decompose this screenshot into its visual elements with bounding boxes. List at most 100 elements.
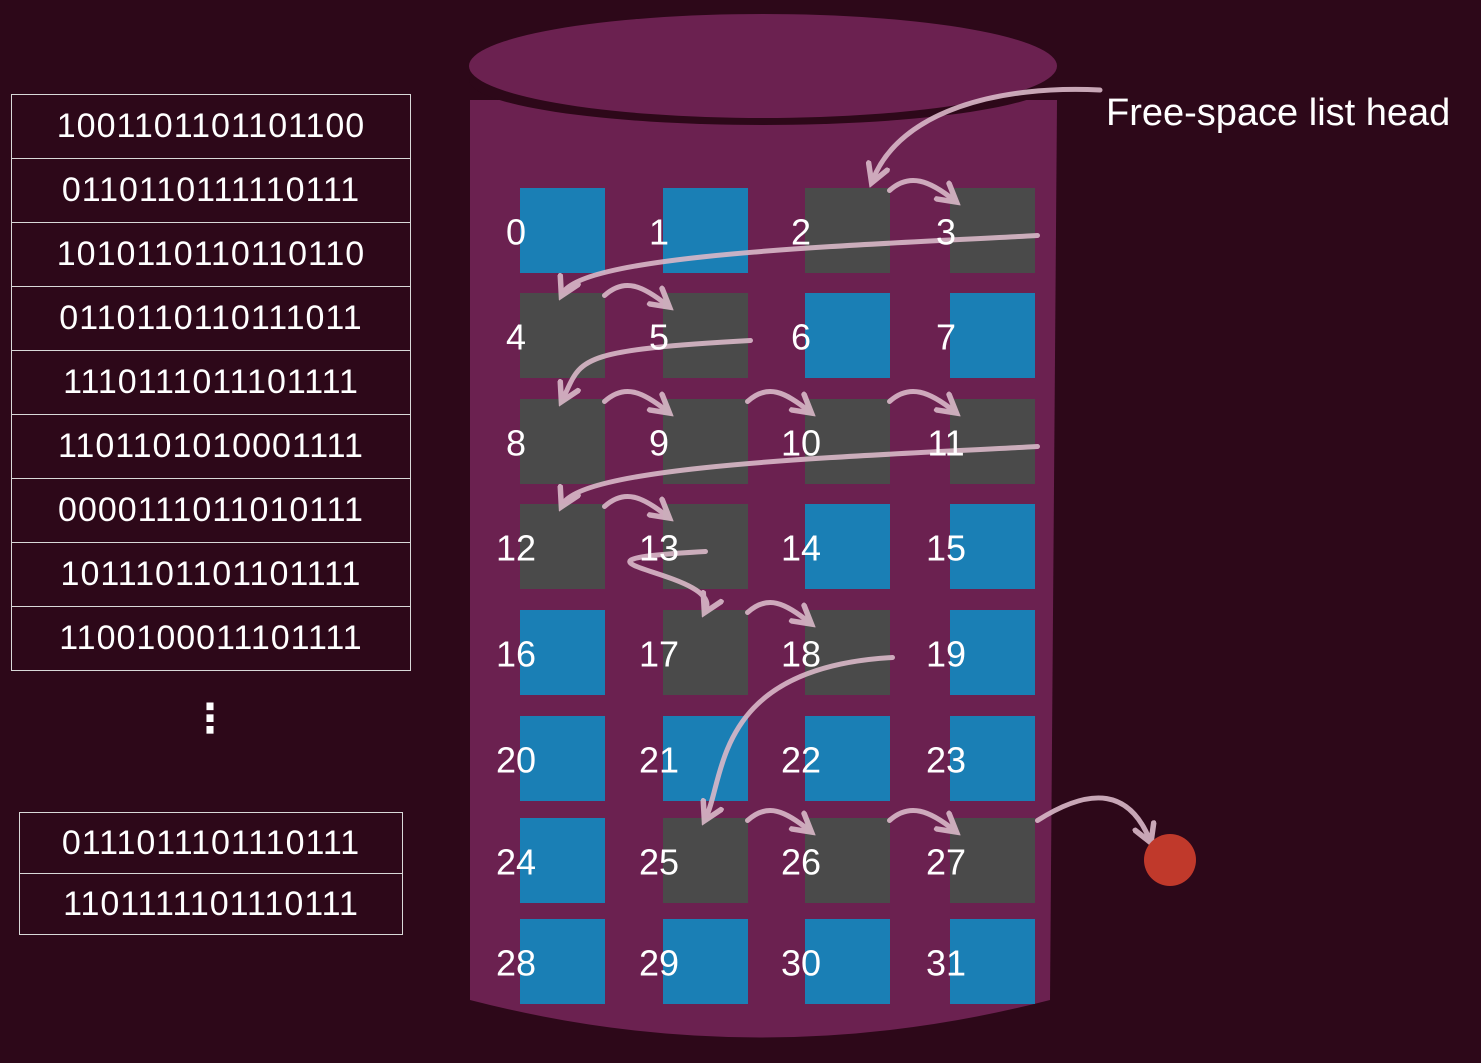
- free-block: [663, 610, 748, 695]
- bitmap-row: 1010110110110110: [11, 222, 411, 287]
- used-block: [520, 716, 605, 801]
- block-number: 21: [639, 740, 679, 781]
- disk-blocks: [520, 188, 1035, 1004]
- bitmap-row-bits: 1110111011101111: [11, 350, 411, 415]
- bitmap-row: 1001101101101100: [11, 94, 411, 159]
- list-end-node: [1144, 834, 1196, 886]
- block-number: 19: [926, 634, 966, 675]
- bitmap-row-bits: 1010110110110110: [11, 222, 411, 287]
- free-block: [520, 504, 605, 589]
- bitmap-row-bits: 1011101101101111: [11, 542, 411, 607]
- bitmap-row-bits: 1101101010001111: [11, 414, 411, 479]
- block-number: 13: [639, 528, 679, 569]
- free-block: [663, 504, 748, 589]
- bitmap-row-bits: 1001101101101100: [11, 94, 411, 159]
- block-number: 11: [927, 423, 964, 464]
- block-number: 31: [926, 943, 966, 984]
- free-list-link-arrow: [627, 549, 707, 611]
- block-number: 2: [791, 212, 811, 253]
- block-number: 14: [781, 528, 821, 569]
- block-number: 22: [781, 740, 821, 781]
- free-list-link-arrow: [602, 283, 668, 305]
- used-block: [805, 919, 890, 1004]
- free-block: [805, 399, 890, 484]
- block-number: 18: [781, 634, 821, 675]
- bitmap-row-bits: 0000111011010111: [11, 478, 411, 543]
- bitmap-row: 0110110110111011: [11, 286, 411, 351]
- bitmap-row: 1101101010001111: [11, 414, 411, 479]
- used-block: [663, 716, 748, 801]
- free-list-link-arrow: [706, 655, 895, 819]
- block-number: 24: [496, 842, 536, 883]
- list-end-arrow: [1035, 795, 1151, 841]
- disk-cylinder: [469, 14, 1057, 1038]
- used-block: [663, 919, 748, 1004]
- block-number: 9: [649, 423, 669, 464]
- free-list-link-arrow: [563, 444, 1040, 505]
- free-list-link-arrow: [887, 389, 955, 411]
- free-list-link-arrow: [887, 808, 955, 830]
- block-number: 8: [506, 423, 526, 464]
- used-block: [805, 504, 890, 589]
- block-number: 4: [506, 317, 526, 358]
- bitmap-row-bits: 0111011101110111: [19, 812, 403, 874]
- block-number: 30: [781, 943, 821, 984]
- free-list-link-arrow: [887, 178, 955, 200]
- free-list-link-arrow: [602, 389, 668, 411]
- free-block: [950, 818, 1035, 903]
- block-number: 15: [926, 528, 966, 569]
- block-number: 25: [639, 842, 679, 883]
- free-list-link-arrow: [602, 494, 668, 516]
- bitmap-row: 0110110111110111: [11, 158, 411, 223]
- block-number: 6: [791, 317, 811, 358]
- free-list-chain: [563, 86, 1151, 841]
- bitmap-row: 1011101101101111: [11, 542, 411, 607]
- head-pointer-arrow: [873, 86, 1103, 180]
- block-number: 5: [649, 317, 669, 358]
- free-list-link-arrow: [745, 600, 810, 622]
- free-list-link-arrow: [563, 338, 753, 400]
- free-block: [663, 818, 748, 903]
- block-number: 0: [506, 212, 526, 253]
- bitmap-row: 0000111011010111: [11, 478, 411, 543]
- bitmap-row-bits: 0110110111110111: [11, 158, 411, 223]
- used-block: [805, 293, 890, 378]
- block-number: 29: [639, 943, 679, 984]
- used-block: [520, 818, 605, 903]
- bitmap-row-bits: 0110110110111011: [11, 286, 411, 351]
- free-block: [663, 293, 748, 378]
- block-number: 17: [639, 634, 679, 675]
- used-block: [950, 610, 1035, 695]
- bitmap-row-bits: 1100100011101111: [11, 606, 411, 671]
- free-block: [805, 818, 890, 903]
- used-block: [950, 716, 1035, 801]
- free-list-link-arrow: [745, 389, 810, 411]
- block-number: 3: [936, 212, 956, 253]
- used-block: [950, 293, 1035, 378]
- free-list-link-arrow: [745, 808, 810, 830]
- free-block: [520, 399, 605, 484]
- free-block: [950, 188, 1035, 273]
- bitmap-row: 1110111011101111: [11, 350, 411, 415]
- free-block: [805, 188, 890, 273]
- free-block: [950, 399, 1035, 484]
- used-block: [520, 610, 605, 695]
- used-block: [520, 919, 605, 1004]
- ellipsis: ⋮: [190, 697, 230, 741]
- free-block: [520, 293, 605, 378]
- block-number: 28: [496, 943, 536, 984]
- used-block: [520, 188, 605, 273]
- bitmap-row: 1100100011101111: [11, 606, 411, 671]
- block-number: 7: [936, 317, 956, 358]
- block-number: 10: [781, 423, 821, 464]
- block-number: 12: [496, 528, 536, 569]
- bitmap-row: 0111011101110111: [19, 812, 403, 874]
- block-number: 1: [649, 212, 669, 253]
- block-number: 16: [496, 634, 536, 675]
- used-block: [950, 919, 1035, 1004]
- block-number: 27: [926, 842, 966, 883]
- disk-top: [469, 14, 1057, 118]
